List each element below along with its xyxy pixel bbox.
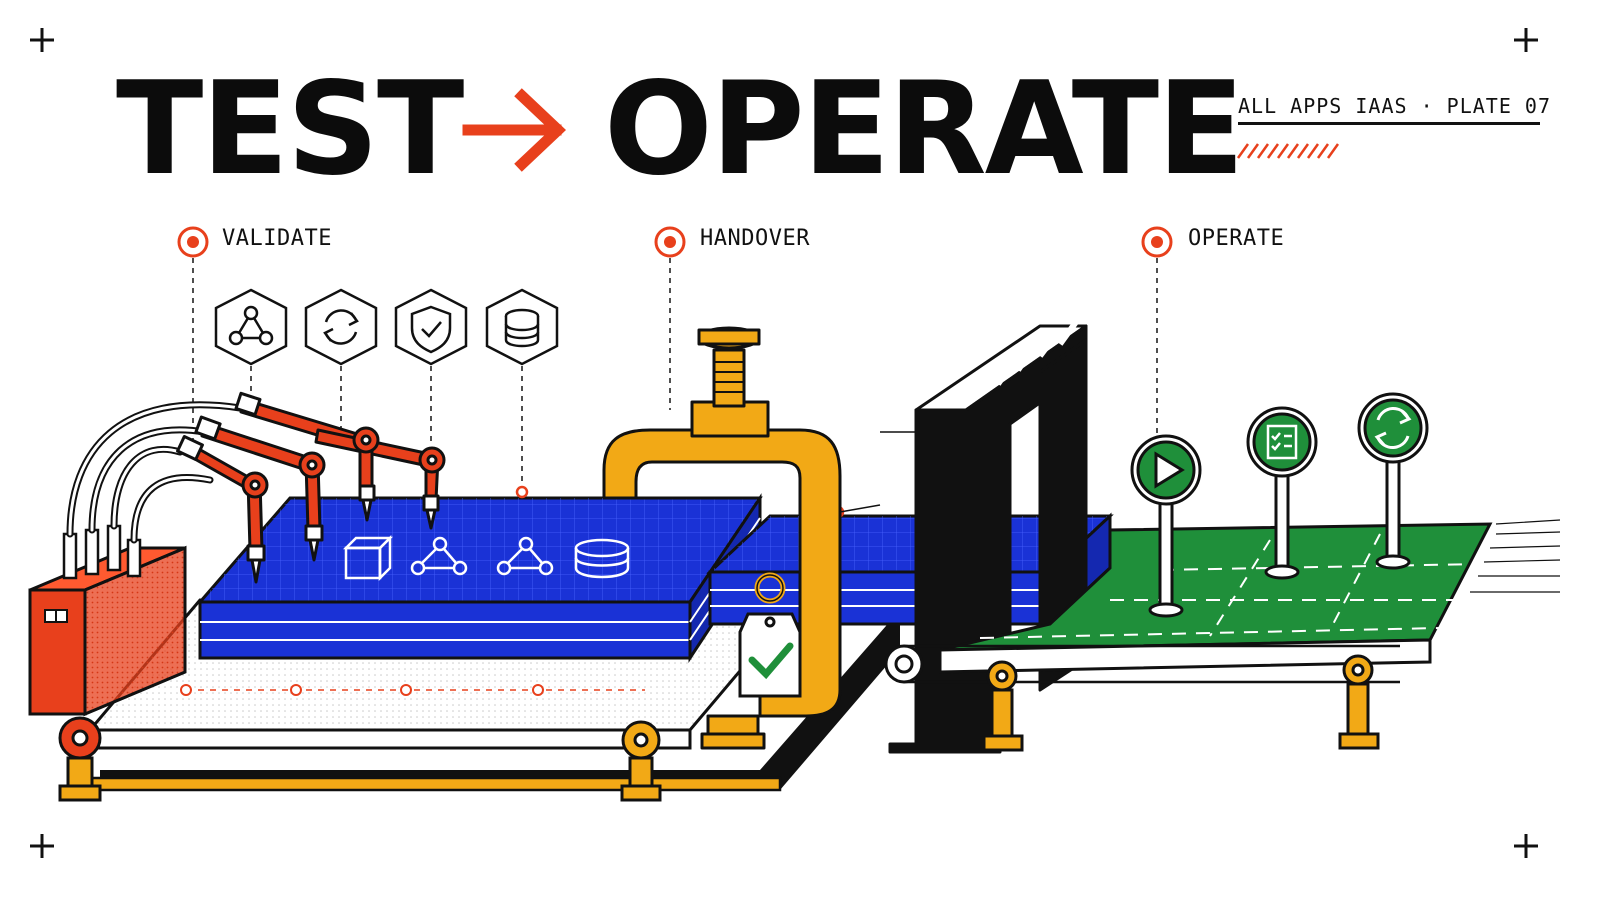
network-graph-icon: [410, 536, 468, 576]
database-icon: [574, 538, 630, 579]
database-icon: [485, 288, 559, 366]
tag: [738, 572, 802, 698]
network-graph-icon: [214, 288, 288, 366]
roller-left: [58, 716, 102, 802]
network-graph-icon: [496, 536, 554, 576]
plate-label: ALL APPS IAAS · PLATE 07: [1238, 94, 1550, 125]
operate-conveyor: [884, 519, 1561, 752]
conveyor-shadow: [100, 610, 900, 790]
slab-symbols: [342, 534, 630, 582]
operate-roller-right: [1338, 654, 1380, 750]
title-test: TEST: [116, 55, 464, 204]
stage-label-validate: VALIDATE: [222, 226, 332, 251]
operate-roller-left: [982, 660, 1024, 752]
plate-hatch: [1236, 143, 1340, 159]
refresh-cycle-icon: [1374, 407, 1412, 449]
validate-slab: [196, 493, 763, 663]
play-sign: [1130, 434, 1202, 618]
arrow-right-icon: [462, 88, 567, 172]
cycle-sign: [1357, 392, 1429, 570]
corner-crosses: [30, 28, 1538, 858]
operate-marker-icon: [1141, 226, 1173, 258]
leader-lines: [192, 258, 1158, 488]
validate-marker-icon: [177, 226, 209, 258]
operate-signs: [1130, 392, 1429, 618]
play-icon: [1154, 451, 1185, 489]
checklist-icon: [1266, 424, 1298, 460]
control-box: [28, 524, 187, 717]
probe-point: [515, 485, 529, 499]
shield-check-icon: [394, 288, 468, 366]
robot-arms: [176, 391, 446, 584]
stage-markers: [177, 226, 1173, 258]
checklist-sign: [1246, 406, 1318, 580]
refresh-cycle-icon: [304, 288, 378, 366]
title-operate: OPERATE: [604, 55, 1244, 204]
cables-inner: [68, 403, 242, 542]
stage-label-operate: OPERATE: [1188, 226, 1285, 251]
cube-icon: [342, 534, 394, 582]
roller-right: [620, 720, 662, 802]
handover-marker-icon: [654, 226, 686, 258]
clamp: [602, 326, 842, 750]
stage-label-handover: HANDOVER: [700, 226, 810, 251]
validate-hexagons: [214, 288, 559, 366]
checkmark-icon: [748, 642, 794, 680]
